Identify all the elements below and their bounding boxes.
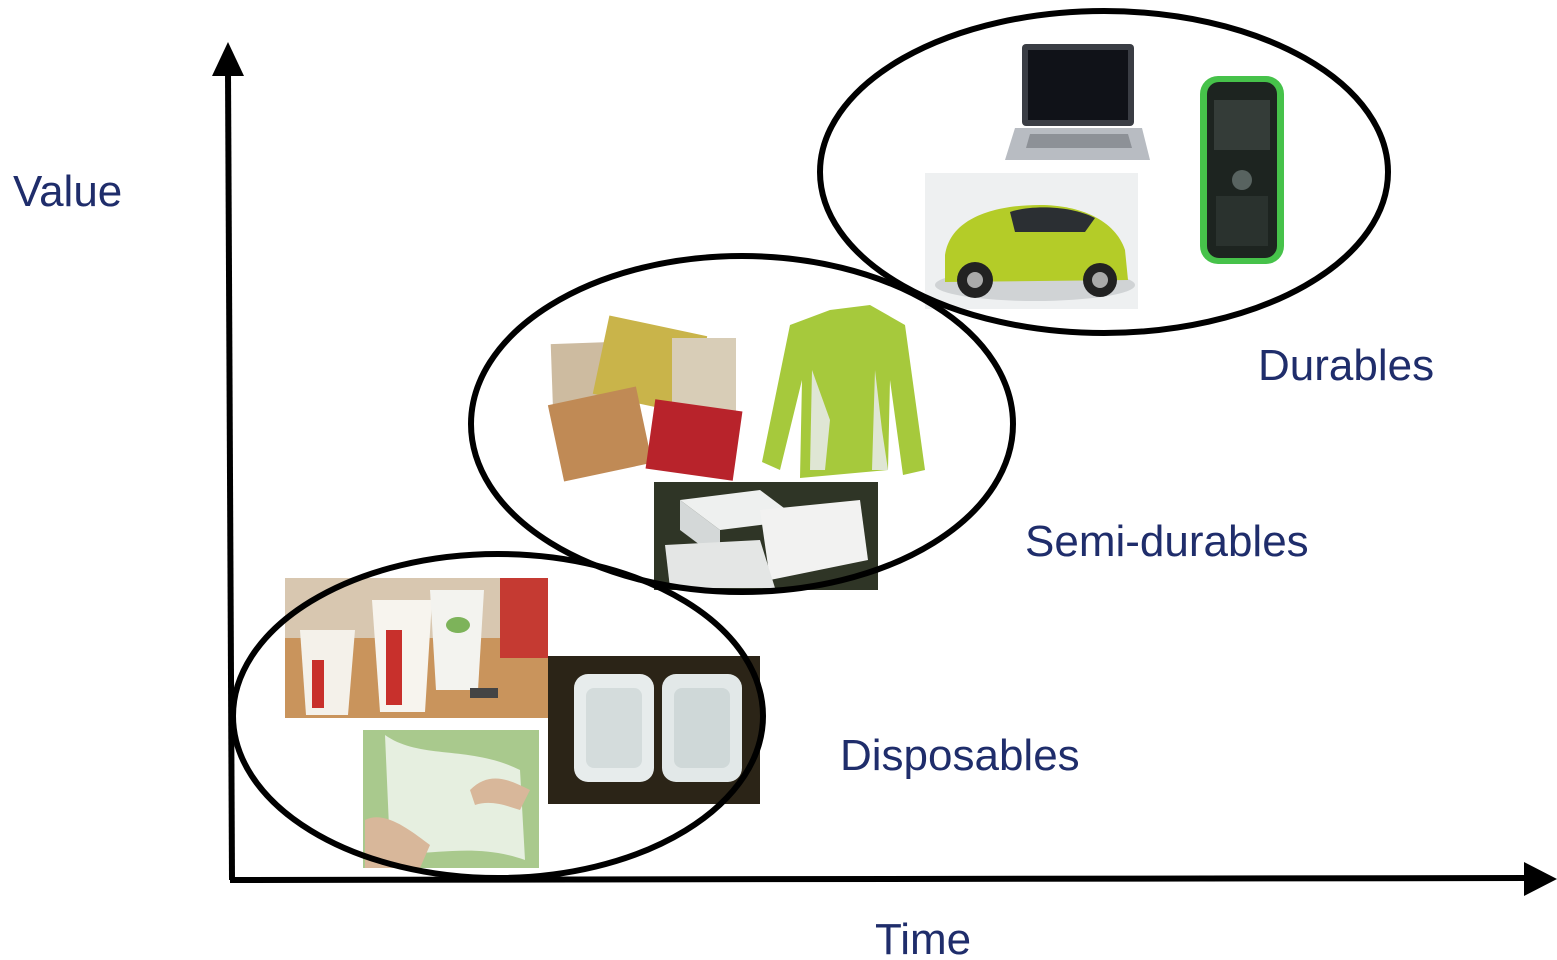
foam-blocks-picture: [654, 482, 878, 590]
disposables-ellipse: [230, 551, 766, 881]
y-axis-arrowhead: [212, 42, 244, 76]
green-car-picture: [925, 173, 1138, 309]
group-label-disposables: Disposables: [840, 731, 1080, 780]
durables-ellipse: [817, 8, 1391, 336]
y-axis-label: Value: [13, 167, 122, 216]
x-axis-arrowhead: [1524, 862, 1557, 896]
mobile-phone-picture: [1200, 76, 1284, 264]
y-axis: [212, 42, 244, 881]
plastic-bag-picture: [363, 730, 539, 868]
long-sleeve-shirt-picture: [762, 305, 925, 478]
paper-cups-picture: [285, 578, 548, 718]
laptop-picture: [1005, 44, 1150, 160]
group-label-semi-durables: Semi-durables: [1025, 517, 1309, 566]
semi-durables-ellipse: [468, 253, 1016, 595]
x-axis-label: Time: [875, 915, 971, 960]
x-axis: [229, 862, 1557, 896]
group-label-durables: Durables: [1258, 341, 1434, 390]
foam-trays-picture: [548, 656, 760, 804]
carpet-samples-picture: [547, 315, 743, 482]
